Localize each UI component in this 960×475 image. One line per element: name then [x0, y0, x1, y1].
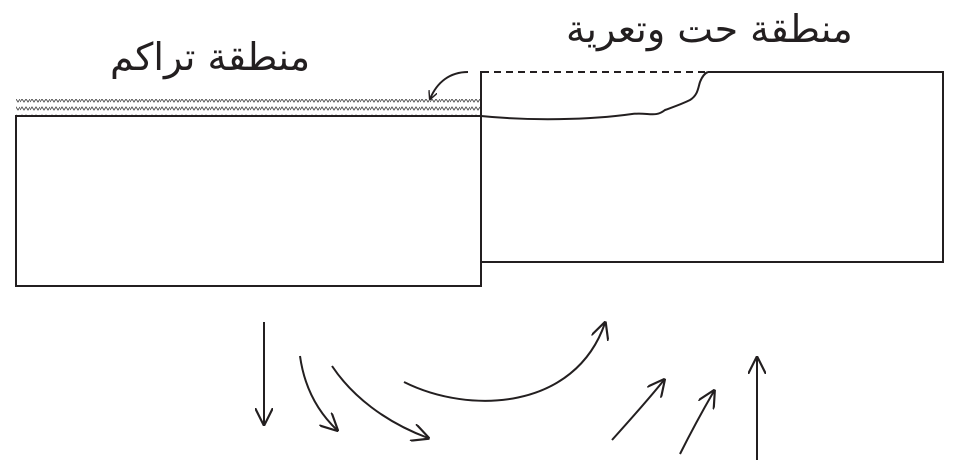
transfer-arrow — [403, 323, 605, 402]
up-arrow-curve-2 — [679, 391, 714, 455]
sediment-layer — [16, 99, 481, 116]
sediment-pointer-arrow — [430, 71, 469, 99]
deposition-zone-label: منطقة تراكم — [110, 35, 311, 79]
right-block — [480, 71, 944, 263]
left-block — [15, 115, 482, 287]
eroded-surface — [480, 71, 709, 121]
down-arrow-curve-2 — [331, 365, 428, 438]
down-arrow-curve-1 — [299, 355, 337, 430]
erosion-zone-label: منطقة حت وتعرية — [566, 7, 853, 51]
up-arrow-curve-1 — [611, 380, 664, 441]
